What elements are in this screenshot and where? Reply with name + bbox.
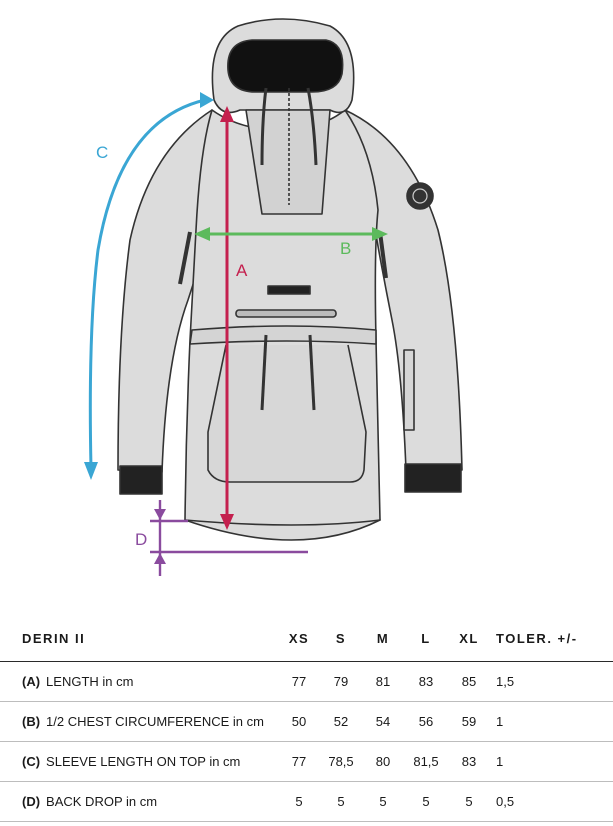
table-cell: 77 [278,741,320,782]
table-cell: 77 [278,661,320,702]
hood-opening [227,39,344,93]
measure-b-arrow-right [372,227,388,241]
table-cell: 83 [448,741,490,782]
size-header-xl: XL [448,616,490,662]
table-row: (D) BACK DROP in cm 5 5 5 5 5 0,5 [0,781,613,822]
waist-seam [189,325,377,345]
brand-label [267,285,311,295]
size-header-l: L [404,616,448,662]
row-text: 1/2 CHEST CIRCUMFERENCE in cm [46,714,264,729]
sleeve-badge [406,182,434,210]
measure-d-arrow-bottom [154,553,166,564]
table-cell: 5 [278,781,320,822]
left-side-vent [178,231,192,285]
table-cell: 59 [448,701,490,742]
row-id: (A) [22,674,41,689]
left-cuff [119,465,163,495]
measure-d-arrow-top [154,509,166,520]
row-text: SLEEVE LENGTH ON TOP in cm [46,754,241,769]
measure-c-line [88,98,206,469]
tolerance-cell: 1,5 [490,661,613,702]
measure-a-arrow-bottom [220,514,234,530]
tolerance-cell: 0,5 [490,781,613,822]
size-chart-table: DERIN II XS S M L XL TOLER. +/- (A) LENGT… [0,616,613,822]
row-text: BACK DROP in cm [46,794,158,809]
measurement-lines: A B C D [84,92,388,576]
table-cell: 52 [320,701,362,742]
table-cell: 50 [278,701,320,742]
tolerance-cell: 1 [490,701,613,742]
sleeve-badge-inner [412,188,428,204]
measure-a-label: A [236,261,248,280]
table-cell: 85 [448,661,490,702]
table-cell: 79 [320,661,362,702]
jacket-drawing [117,18,463,541]
hood-drawcord-right [306,87,318,166]
sleeve-pocket [403,349,415,431]
size-header-xs: XS [278,616,320,662]
row-id: (B) [22,714,41,729]
right-side-vent [378,231,388,279]
tolerance-cell: 1 [490,741,613,782]
table-cell: 5 [362,781,404,822]
table-cell: 81 [362,661,404,702]
row-id: (C) [22,754,41,769]
tolerance-header: TOLER. +/- [490,616,613,662]
chest-panel [245,109,331,215]
waist-drawcord-left [260,334,268,411]
row-id: (D) [22,794,41,809]
size-header-m: M [362,616,404,662]
row-label: (C) SLEEVE LENGTH ON TOP in cm [0,741,278,782]
table-cell: 83 [404,661,448,702]
row-label: (B) 1/2 CHEST CIRCUMFERENCE in cm [0,701,278,742]
row-label: (D) BACK DROP in cm [0,781,278,822]
measure-d-label: D [135,530,147,549]
chest-zip-pocket [235,309,337,318]
table-header-row: DERIN II XS S M L XL TOLER. +/- [0,616,613,662]
table-row: (A) LENGTH in cm 77 79 81 83 85 1,5 [0,661,613,702]
measure-c-arrow-top [200,92,214,108]
row-text: LENGTH in cm [46,674,134,689]
size-header-s: S [320,616,362,662]
measure-c-label: C [96,143,108,162]
jacket-measurement-diagram: A B C D [84,18,463,576]
measure-a-arrow-top [220,106,234,122]
hood-drawcord-left [260,87,268,166]
table-cell: 5 [320,781,362,822]
measure-b-arrow-left [194,227,210,241]
row-label: (A) LENGTH in cm [0,661,278,702]
table-cell: 56 [404,701,448,742]
measure-b-label: B [340,239,351,258]
table-row: (B) 1/2 CHEST CIRCUMFERENCE in cm 50 52 5… [0,701,613,742]
table-cell: 81,5 [404,741,448,782]
right-cuff [404,463,462,493]
product-name-header: DERIN II [0,616,278,662]
table-row: (C) SLEEVE LENGTH ON TOP in cm 77 78,5 80… [0,741,613,782]
table-cell: 5 [448,781,490,822]
table-cell: 78,5 [320,741,362,782]
waist-drawcord-right [308,334,316,411]
table-cell: 5 [404,781,448,822]
kangaroo-pocket [207,344,367,483]
measure-c-arrow-bottom [84,462,98,480]
table-cell: 80 [362,741,404,782]
table-cell: 54 [362,701,404,742]
